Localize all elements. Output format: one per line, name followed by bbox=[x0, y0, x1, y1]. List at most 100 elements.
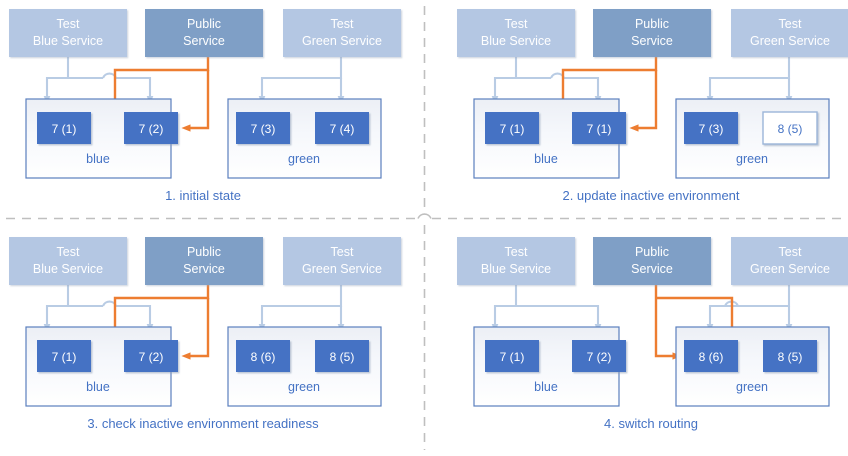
pod-label: 7 (1) bbox=[52, 122, 77, 136]
service-label-line1: Test bbox=[331, 17, 354, 31]
pod: 8 (5) bbox=[315, 340, 369, 372]
service-label-line2: Green Service bbox=[750, 262, 830, 276]
divider-crossover-arc bbox=[417, 213, 432, 219]
service-label-line2: Service bbox=[631, 262, 673, 276]
pod-label: 7 (2) bbox=[139, 122, 164, 136]
env-label-blue: blue bbox=[86, 380, 110, 394]
service-label-line2: Blue Service bbox=[33, 34, 103, 48]
pod-label: 8 (6) bbox=[251, 350, 276, 364]
pod: 7 (3) bbox=[236, 112, 290, 144]
panel-4-test-green-connector bbox=[706, 285, 793, 333]
panel-2-test-green-connector bbox=[706, 57, 793, 105]
pod-label: 7 (1) bbox=[500, 122, 525, 136]
panel-1-env-blue: blue 7 (1) 7 (2) bbox=[25, 98, 178, 179]
panel-3-test-blue-connector bbox=[43, 285, 154, 333]
panel-3-service-test-blue[interactable]: Test Blue Service bbox=[9, 237, 127, 285]
pod: 8 (6) bbox=[236, 340, 290, 372]
service-label-line1: Test bbox=[57, 17, 80, 31]
env-label-blue: blue bbox=[534, 380, 558, 394]
panel-caption: 2. update inactive environment bbox=[562, 188, 739, 203]
pod: 7 (1) bbox=[572, 112, 626, 144]
service-label-line2: Service bbox=[183, 34, 225, 48]
panel-2-env-green: green 7 (3) 8 (5) bbox=[675, 98, 830, 179]
panel-3-test-green-connector bbox=[258, 285, 345, 333]
pod: 7 (1) bbox=[485, 112, 539, 144]
env-label-green: green bbox=[288, 152, 320, 166]
panel-4-test-blue-connector bbox=[491, 285, 602, 333]
panel-1-service-test-green[interactable]: Test Green Service bbox=[283, 9, 401, 57]
pod-label: 7 (4) bbox=[330, 122, 355, 136]
panel-3: blue 7 (1) 7 (2) green 8 (6) 8 (5) bbox=[9, 237, 401, 431]
panel-caption: 4. switch routing bbox=[604, 416, 698, 431]
service-label-line1: Public bbox=[635, 245, 669, 259]
panel-3-env-green: green 8 (6) 8 (5) bbox=[227, 326, 382, 407]
service-label-line1: Public bbox=[635, 17, 669, 31]
service-label-line2: Green Service bbox=[750, 34, 830, 48]
pod: 7 (4) bbox=[315, 112, 369, 144]
panel-dividers bbox=[6, 6, 842, 450]
panel-2-env-blue: blue 7 (1) 7 (1) bbox=[473, 98, 626, 179]
pod: 8 (6) bbox=[684, 340, 738, 372]
pod-label: 7 (3) bbox=[699, 122, 724, 136]
pod: 7 (2) bbox=[572, 340, 626, 372]
pod: 7 (1) bbox=[37, 112, 91, 144]
service-label-line1: Test bbox=[331, 245, 354, 259]
panel-1-test-blue-connector bbox=[43, 57, 154, 105]
service-label-line1: Test bbox=[779, 245, 802, 259]
panel-2-test-blue-connector bbox=[491, 57, 602, 105]
panel-4-service-public[interactable]: Public Service bbox=[593, 237, 711, 285]
panel-caption: 3. check inactive environment readiness bbox=[87, 416, 319, 431]
pod-pending: 8 (5) bbox=[762, 111, 818, 145]
panel-4-service-test-green[interactable]: Test Green Service bbox=[731, 237, 848, 285]
pod: 7 (1) bbox=[485, 340, 539, 372]
panel-1-env-green: green 7 (3) 7 (4) bbox=[227, 98, 382, 179]
pod: 7 (2) bbox=[124, 112, 178, 144]
panel-2: blue 7 (1) 7 (1) green 7 (3) 8 (5) bbox=[457, 9, 848, 203]
env-label-green: green bbox=[736, 380, 768, 394]
service-label-line2: Blue Service bbox=[481, 34, 551, 48]
pod: 7 (3) bbox=[684, 112, 738, 144]
panel-1-test-green-connector bbox=[258, 57, 345, 105]
panel-4-service-test-blue[interactable]: Test Blue Service bbox=[457, 237, 575, 285]
env-label-green: green bbox=[736, 152, 768, 166]
service-label-line1: Test bbox=[779, 17, 802, 31]
panel-2-service-public[interactable]: Public Service bbox=[593, 9, 711, 57]
service-label-line2: Blue Service bbox=[481, 262, 551, 276]
panel-3-env-blue: blue 7 (1) 7 (2) bbox=[25, 326, 178, 407]
panel-1-service-test-blue[interactable]: Test Blue Service bbox=[9, 9, 127, 57]
service-label-line1: Public bbox=[187, 17, 221, 31]
service-label-line2: Service bbox=[631, 34, 673, 48]
service-label-line2: Service bbox=[183, 262, 225, 276]
panel-4: blue 7 (1) 7 (2) green 8 (6) 8 (5) bbox=[457, 237, 848, 431]
panel-2-service-test-green[interactable]: Test Green Service bbox=[731, 9, 848, 57]
service-label-line1: Public bbox=[187, 245, 221, 259]
pod-label: 8 (6) bbox=[699, 350, 724, 364]
panel-4-env-blue: blue 7 (1) 7 (2) bbox=[473, 326, 626, 407]
pod-label: 7 (2) bbox=[139, 350, 164, 364]
service-label-line2: Blue Service bbox=[33, 262, 103, 276]
pod-label: 7 (3) bbox=[251, 122, 276, 136]
pod-label: 8 (5) bbox=[330, 350, 355, 364]
panel-1-service-public[interactable]: Public Service bbox=[145, 9, 263, 57]
pod: 7 (1) bbox=[37, 340, 91, 372]
env-label-blue: blue bbox=[86, 152, 110, 166]
pod-label: 7 (2) bbox=[587, 350, 612, 364]
pod-label: 8 (5) bbox=[778, 122, 803, 136]
service-label-line1: Test bbox=[57, 245, 80, 259]
service-label-line1: Test bbox=[505, 17, 528, 31]
env-label-blue: blue bbox=[534, 152, 558, 166]
pod: 8 (5) bbox=[763, 340, 817, 372]
panel-3-service-test-green[interactable]: Test Green Service bbox=[283, 237, 401, 285]
pod-label: 8 (5) bbox=[778, 350, 803, 364]
service-label-line2: Green Service bbox=[302, 262, 382, 276]
service-label-line2: Green Service bbox=[302, 34, 382, 48]
service-label-line1: Test bbox=[505, 245, 528, 259]
pod-label: 7 (1) bbox=[587, 122, 612, 136]
panel-4-env-green: green 8 (6) 8 (5) bbox=[675, 326, 830, 407]
panel-3-service-public[interactable]: Public Service bbox=[145, 237, 263, 285]
pod-label: 7 (1) bbox=[52, 350, 77, 364]
panel-1: blue 7 (1) 7 (2) green 7 (3) 7 (4) bbox=[9, 9, 401, 203]
panel-2-service-test-blue[interactable]: Test Blue Service bbox=[457, 9, 575, 57]
